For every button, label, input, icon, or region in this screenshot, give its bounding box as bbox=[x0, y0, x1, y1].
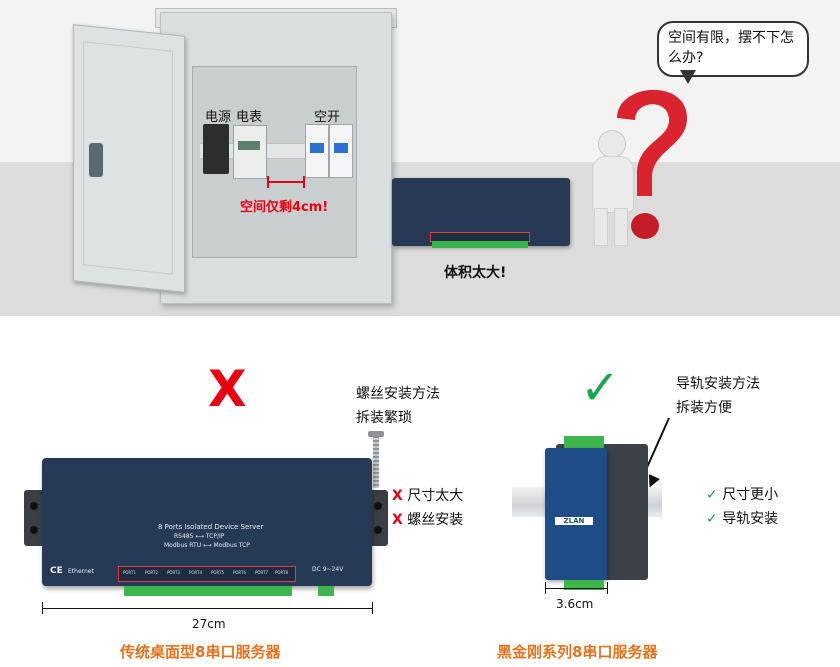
label-breaker: 空开 bbox=[314, 110, 341, 125]
device-line1: RS485 ⟷ TCP/IP bbox=[174, 533, 225, 540]
screw-head-icon bbox=[368, 431, 384, 437]
gap-note: 空间仅剩4cm! bbox=[240, 200, 329, 215]
thinking-man-leg bbox=[614, 208, 628, 246]
screw-method-line1: 螺丝安装方法 bbox=[356, 386, 440, 402]
zlan-logo: ZLAN bbox=[555, 517, 593, 525]
port-label: PORT3 bbox=[167, 570, 181, 575]
traditional-caption: 传统桌面型8串口服务器 bbox=[120, 643, 281, 661]
meter-display bbox=[238, 141, 260, 150]
dimension-tick bbox=[545, 582, 546, 594]
module-dimension: 3.6cm bbox=[556, 597, 594, 611]
pro-item: ✓ 导轨安装 bbox=[706, 511, 779, 527]
screw-icon bbox=[373, 436, 379, 488]
module-dimension-line bbox=[545, 588, 607, 589]
width-dimension-line bbox=[42, 608, 372, 609]
port-label: PORT8 bbox=[275, 570, 289, 575]
port-label: PORT7 bbox=[255, 570, 269, 575]
cons-list: X 尺寸太大 X 螺丝安装 bbox=[392, 484, 463, 532]
con-item: X 尺寸太大 bbox=[392, 488, 464, 504]
speech-bubble bbox=[657, 21, 809, 77]
din-module-terminals-top bbox=[564, 436, 604, 448]
device-title: 8 Ports Isolated Device Server bbox=[158, 523, 264, 531]
device-line2: Modbus RTU ⟷ Modbus TCP bbox=[164, 542, 250, 549]
din-method-line1: 导轨安装方法 bbox=[676, 376, 760, 392]
thinking-man-leg bbox=[594, 208, 608, 246]
mounting-ear-right bbox=[368, 490, 388, 546]
din-method-line2: 拆装方便 bbox=[676, 400, 732, 416]
energy-meter bbox=[233, 125, 267, 179]
gap-tick-left bbox=[267, 176, 269, 188]
thinking-man-head bbox=[598, 130, 626, 158]
pro-item: ✓ 尺寸更小 bbox=[706, 487, 779, 503]
dc-label: DC 9~24V bbox=[312, 566, 344, 573]
dimension-tick bbox=[372, 602, 373, 614]
terminal-block bbox=[124, 586, 292, 596]
circuit-breaker-2 bbox=[329, 124, 353, 178]
mounting-ear-left bbox=[24, 490, 44, 546]
label-power: 电源 bbox=[205, 110, 232, 125]
door-latch-icon bbox=[89, 143, 103, 177]
circuit-breaker-1 bbox=[305, 124, 329, 178]
question-mark-icon bbox=[617, 89, 687, 239]
width-dimension: 27cm bbox=[192, 617, 226, 631]
traditional-server-device bbox=[42, 458, 372, 586]
section-divider bbox=[0, 315, 840, 316]
dimension-tick bbox=[42, 602, 43, 614]
check-mark-icon: ✓ bbox=[580, 360, 621, 416]
power-supply bbox=[203, 124, 229, 174]
screw-method-title: 螺丝安装方法 拆装繁琐 bbox=[356, 382, 440, 430]
port-label: PORT6 bbox=[233, 570, 247, 575]
speech-bubble-text: 空间有限，摆不下怎么办? bbox=[668, 30, 794, 66]
din-module-front bbox=[545, 448, 607, 580]
ce-mark: CE bbox=[50, 566, 63, 576]
serial-port-strip: PORT1 PORT2 PORT3 PORT4 PORT5 PORT6 PORT… bbox=[118, 566, 296, 582]
port-label: PORT5 bbox=[211, 570, 225, 575]
din-method-title: 导轨安装方法 拆装方便 bbox=[676, 372, 760, 420]
mini-server-terminals bbox=[432, 241, 528, 248]
gap-indicator-line bbox=[268, 181, 304, 183]
port-label: PORT1 bbox=[123, 570, 137, 575]
gap-tick-right bbox=[303, 176, 305, 188]
cross-mark-icon: X bbox=[208, 360, 247, 418]
label-meter: 电表 bbox=[236, 110, 263, 125]
port-label: PORT2 bbox=[145, 570, 159, 575]
dimension-tick bbox=[607, 582, 608, 594]
power-terminal bbox=[318, 586, 334, 596]
too-big-note: 体积太大! bbox=[444, 265, 507, 281]
din-module-terminals-bottom bbox=[564, 580, 604, 590]
din-caption: 黑金刚系列8串口服务器 bbox=[497, 643, 658, 661]
pros-list: ✓ 尺寸更小 ✓ 导轨安装 bbox=[706, 483, 778, 531]
con-item: X 螺丝安装 bbox=[392, 512, 464, 528]
port-label: PORT4 bbox=[189, 570, 203, 575]
thinking-man-body bbox=[592, 156, 634, 213]
speech-bubble-tail bbox=[680, 70, 696, 84]
ethernet-label: Ethernet bbox=[68, 568, 94, 575]
screw-method-line2: 拆装繁琐 bbox=[356, 410, 412, 426]
